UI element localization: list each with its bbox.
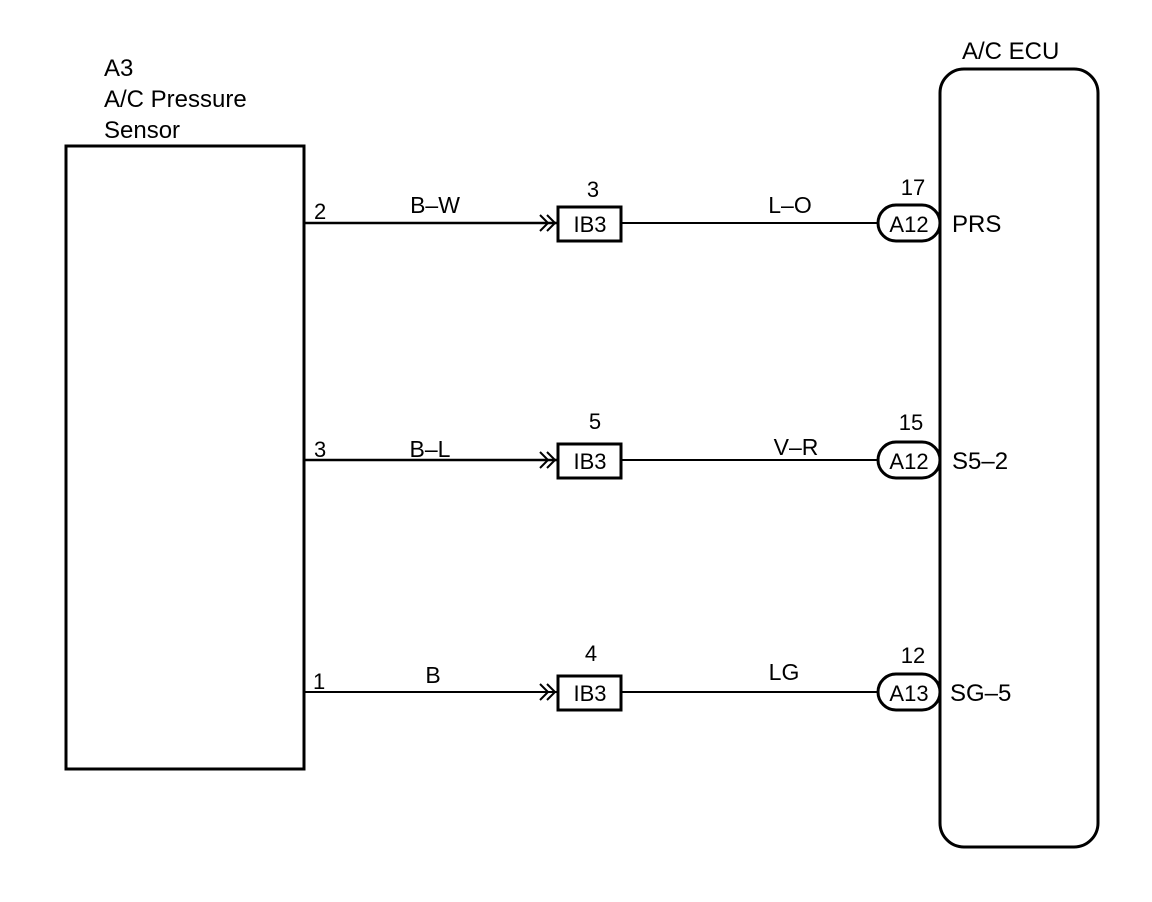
sensor-component: A3 A/C Pressure Sensor <box>64 55 306 771</box>
ecu-terminal-label: PRS <box>952 211 1001 238</box>
ecu-component: A/C ECU <box>938 38 1100 849</box>
ecu-connector-oval <box>876 203 942 243</box>
ecu-pin: 17 <box>901 175 925 200</box>
junction-label: IB3 <box>573 449 606 474</box>
connector-chevron-icon <box>539 451 550 469</box>
wire-color-label: B <box>425 662 440 688</box>
wire-color-label: L–O <box>768 192 811 218</box>
ecu-connector-label: A12 <box>889 449 928 474</box>
junction-pin: 3 <box>587 177 599 202</box>
junction-pin: 4 <box>585 641 597 666</box>
ecu-terminal-label: SG–5 <box>950 680 1011 707</box>
circuit-prs: 2 B–W 3 IB3 L–O 17 A12 PRS <box>304 175 1001 243</box>
wire-color-label: B–W <box>410 192 460 218</box>
connector-chevron-icon <box>546 451 557 469</box>
ecu-connector-label: A13 <box>889 681 928 706</box>
junction-box <box>556 442 623 480</box>
connector-chevron-icon <box>539 683 550 701</box>
junction-pin: 5 <box>589 409 601 434</box>
junction-box <box>556 205 623 243</box>
circuit-sg-5: 1 B 4 IB3 LG 12 A13 SG–5 <box>304 641 1011 712</box>
wire-color-label: B–L <box>410 436 451 462</box>
ecu-connector-label: A12 <box>889 212 928 237</box>
sensor-box <box>64 144 306 771</box>
sensor-code: A3 <box>104 55 133 82</box>
junction-label: IB3 <box>573 212 606 237</box>
ecu-pin: 15 <box>899 410 923 435</box>
ecu-pin: 12 <box>901 643 925 668</box>
ecu-title: A/C ECU <box>962 38 1059 65</box>
connector-chevron-icon <box>546 683 557 701</box>
ecu-connector-oval <box>876 672 942 712</box>
connector-chevron-icon <box>539 214 550 232</box>
wire-color-label: LG <box>769 659 800 685</box>
connector-chevron-icon <box>546 214 557 232</box>
ecu-connector-oval <box>876 440 942 480</box>
ecu-terminal-label: S5–2 <box>952 448 1008 475</box>
sensor-pin: 3 <box>314 437 326 462</box>
sensor-name-line1: A/C Pressure <box>104 86 247 113</box>
sensor-name-line2: Sensor <box>104 117 180 144</box>
junction-label: IB3 <box>573 681 606 706</box>
sensor-pin: 1 <box>313 669 325 694</box>
circuit-s5-2: 3 B–L 5 IB3 V–R 15 A12 S5–2 <box>304 409 1008 480</box>
wire-color-label: V–R <box>774 434 819 460</box>
sensor-pin: 2 <box>314 199 326 224</box>
